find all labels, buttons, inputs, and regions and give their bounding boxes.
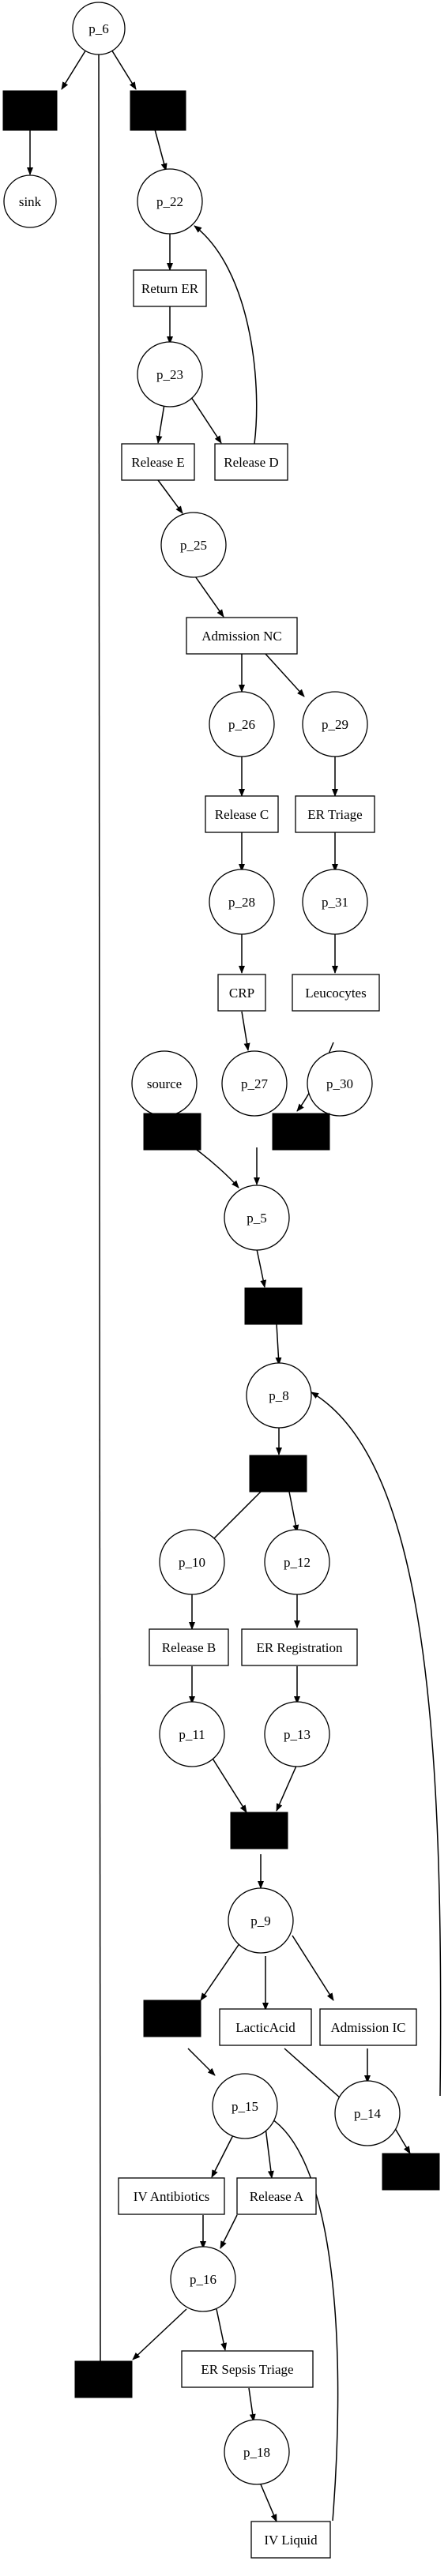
- svg-text:p_5: p_5: [247, 1211, 267, 1226]
- silent-transition: [2, 90, 58, 131]
- svg-text:p_15: p_15: [232, 2099, 258, 2114]
- place-p_22: p_22: [137, 168, 203, 235]
- svg-text:p_16: p_16: [190, 2272, 216, 2287]
- silent-transition: [230, 1812, 288, 1849]
- silent-transition: [382, 2153, 440, 2191]
- place-p_15: p_15: [212, 2073, 278, 2139]
- transition-release-b: Release B: [149, 1628, 229, 1666]
- svg-text:p_27: p_27: [241, 1076, 269, 1091]
- place-p_8: p_8: [246, 1362, 312, 1429]
- silent-transition: [143, 1113, 201, 1151]
- svg-text:p_28: p_28: [228, 895, 255, 910]
- labeled-transitions: Return ER Release E Release D Admission …: [118, 269, 417, 2559]
- svg-text:p_31: p_31: [322, 895, 348, 910]
- place-p_11: p_11: [159, 1701, 225, 1767]
- transition-admission-nc: Admission NC: [186, 617, 298, 655]
- svg-text:p_22: p_22: [156, 194, 183, 209]
- svg-text:Release D: Release D: [224, 455, 278, 470]
- silent-transition: [272, 1113, 330, 1151]
- svg-text:p_9: p_9: [250, 1913, 271, 1928]
- svg-text:ER Sepsis Triage: ER Sepsis Triage: [201, 2362, 293, 2377]
- svg-text:Release E: Release E: [131, 455, 185, 470]
- transition-er-registration: ER Registration: [241, 1628, 358, 1666]
- place-p_6: p_6: [72, 2, 126, 55]
- transition-release-a: Release A: [236, 2177, 317, 2215]
- svg-text:p_30: p_30: [326, 1076, 353, 1091]
- svg-text:p_13: p_13: [284, 1727, 311, 1742]
- silent-transition: [249, 1455, 307, 1493]
- svg-text:ER Triage: ER Triage: [307, 807, 362, 822]
- transition-iv-liquid: IV Liquid: [250, 2521, 331, 2559]
- transition-crp: CRP: [217, 974, 266, 1012]
- svg-text:Leucocytes: Leucocytes: [305, 986, 366, 1001]
- svg-text:Return ER: Return ER: [141, 281, 199, 296]
- svg-text:p_11: p_11: [179, 1727, 205, 1742]
- place-sink: sink: [3, 175, 57, 228]
- svg-text:IV Antibiotics: IV Antibiotics: [134, 2189, 210, 2204]
- places: p_6 sink p_22 p_23 p_25 p_26 p_29 p_28: [3, 2, 401, 2485]
- svg-text:Release C: Release C: [215, 807, 269, 822]
- place-source: source: [131, 1050, 198, 1117]
- transition-release-c: Release C: [205, 795, 279, 833]
- svg-text:Release A: Release A: [250, 2189, 304, 2204]
- place-p_23: p_23: [137, 341, 203, 407]
- svg-text:IV Liquid: IV Liquid: [264, 2533, 318, 2548]
- silent-transition: [130, 90, 186, 131]
- place-p_13: p_13: [264, 1701, 330, 1767]
- place-p_26: p_26: [209, 691, 275, 757]
- place-p_5: p_5: [224, 1185, 290, 1251]
- place-p_30: p_30: [307, 1050, 373, 1117]
- svg-text:p_25: p_25: [180, 538, 207, 553]
- svg-text:p_26: p_26: [228, 717, 255, 732]
- svg-text:sink: sink: [19, 194, 42, 209]
- svg-text:p_23: p_23: [156, 367, 183, 382]
- place-p_14: p_14: [334, 2080, 401, 2146]
- svg-text:Release B: Release B: [162, 1640, 216, 1655]
- transition-admission-ic: Admission IC: [319, 2008, 417, 2046]
- transition-release-d: Release D: [214, 443, 288, 481]
- svg-text:source: source: [147, 1076, 182, 1091]
- silent-transition: [244, 1287, 303, 1325]
- transition-release-e: Release E: [121, 443, 195, 481]
- svg-text:p_18: p_18: [243, 2445, 270, 2460]
- silent-transitions: [2, 90, 440, 2398]
- silent-transition: [143, 2000, 201, 2037]
- svg-text:p_12: p_12: [284, 1555, 311, 1570]
- svg-text:p_8: p_8: [269, 1388, 289, 1403]
- place-p_16: p_16: [170, 2246, 236, 2312]
- transition-lacticacid: LacticAcid: [219, 2008, 312, 2046]
- place-p_10: p_10: [159, 1529, 225, 1595]
- svg-text:Admission IC: Admission IC: [331, 2020, 406, 2035]
- place-p_12: p_12: [264, 1529, 330, 1595]
- svg-text:p_14: p_14: [354, 2106, 382, 2121]
- svg-text:Admission NC: Admission NC: [201, 629, 282, 644]
- place-p_29: p_29: [302, 691, 368, 757]
- svg-text:p_29: p_29: [322, 717, 348, 732]
- place-p_18: p_18: [224, 2419, 290, 2485]
- place-p_31: p_31: [302, 869, 368, 935]
- place-p_9: p_9: [228, 1887, 294, 1954]
- svg-text:ER Registration: ER Registration: [256, 1640, 343, 1655]
- svg-text:p_6: p_6: [88, 21, 109, 36]
- place-p_28: p_28: [209, 869, 275, 935]
- transition-return-er: Return ER: [133, 269, 207, 307]
- svg-text:CRP: CRP: [229, 986, 254, 1001]
- transition-iv-antibiotics: IV Antibiotics: [118, 2177, 225, 2215]
- svg-text:LacticAcid: LacticAcid: [235, 2020, 296, 2035]
- arcs: [27, 43, 442, 2522]
- silent-transition: [74, 2360, 133, 2398]
- place-p_25: p_25: [160, 512, 227, 578]
- transition-leucocytes: Leucocytes: [292, 974, 380, 1012]
- place-p_27: p_27: [221, 1050, 288, 1117]
- transition-er-sepsis-triage: ER Sepsis Triage: [181, 2350, 314, 2388]
- svg-text:p_10: p_10: [179, 1555, 205, 1570]
- transition-er-triage: ER Triage: [295, 795, 375, 833]
